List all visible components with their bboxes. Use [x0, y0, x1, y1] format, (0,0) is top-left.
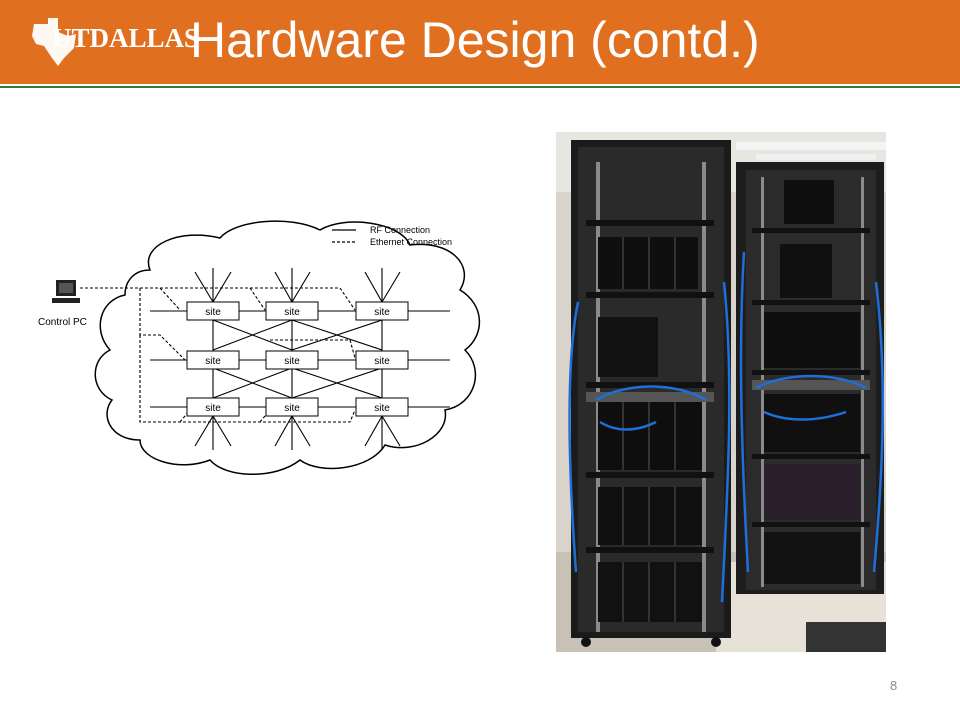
ethernet-connections — [80, 287, 356, 423]
page-number: 8 — [890, 678, 898, 693]
svg-text:site: site — [205, 307, 221, 318]
site-box: site — [186, 301, 240, 321]
svg-text:site: site — [374, 307, 390, 318]
svg-text:site: site — [205, 403, 221, 414]
legend-rf-label: RF Connection — [370, 225, 430, 235]
svg-text:site: site — [284, 307, 300, 318]
site-box: site — [186, 350, 240, 370]
svg-text:site: site — [284, 356, 300, 367]
rack-left — [571, 140, 731, 647]
network-diagram: Control PC RF Connection Ethernet Connec… — [38, 220, 481, 475]
svg-text:site: site — [284, 403, 300, 414]
server-rack-photo — [556, 132, 886, 652]
legend: RF Connection Ethernet Connection — [332, 225, 452, 247]
svg-text:site: site — [374, 356, 390, 367]
network-cables — [568, 251, 885, 603]
site-box: site — [265, 301, 319, 321]
legend-ethernet-label: Ethernet Connection — [370, 237, 452, 247]
control-pc-icon — [52, 280, 80, 303]
site-grid: site site site site site site site site … — [186, 301, 409, 417]
site-box: site — [355, 397, 409, 417]
utd-logo — [32, 18, 76, 66]
title-divider — [0, 86, 960, 88]
site-box: site — [355, 350, 409, 370]
svg-text:site: site — [205, 356, 221, 367]
texas-shape-icon — [32, 18, 76, 66]
logo-text: UTDALLAS — [52, 23, 200, 53]
site-box: site — [265, 350, 319, 370]
slide-title: Hardware Design (contd.) — [190, 12, 760, 68]
svg-text:site: site — [374, 403, 390, 414]
rack-right — [736, 162, 884, 594]
title-bar — [0, 0, 960, 84]
control-pc-label: Control PC — [38, 317, 87, 328]
site-box: site — [186, 397, 240, 417]
site-box: site — [355, 301, 409, 321]
site-box: site — [265, 397, 319, 417]
